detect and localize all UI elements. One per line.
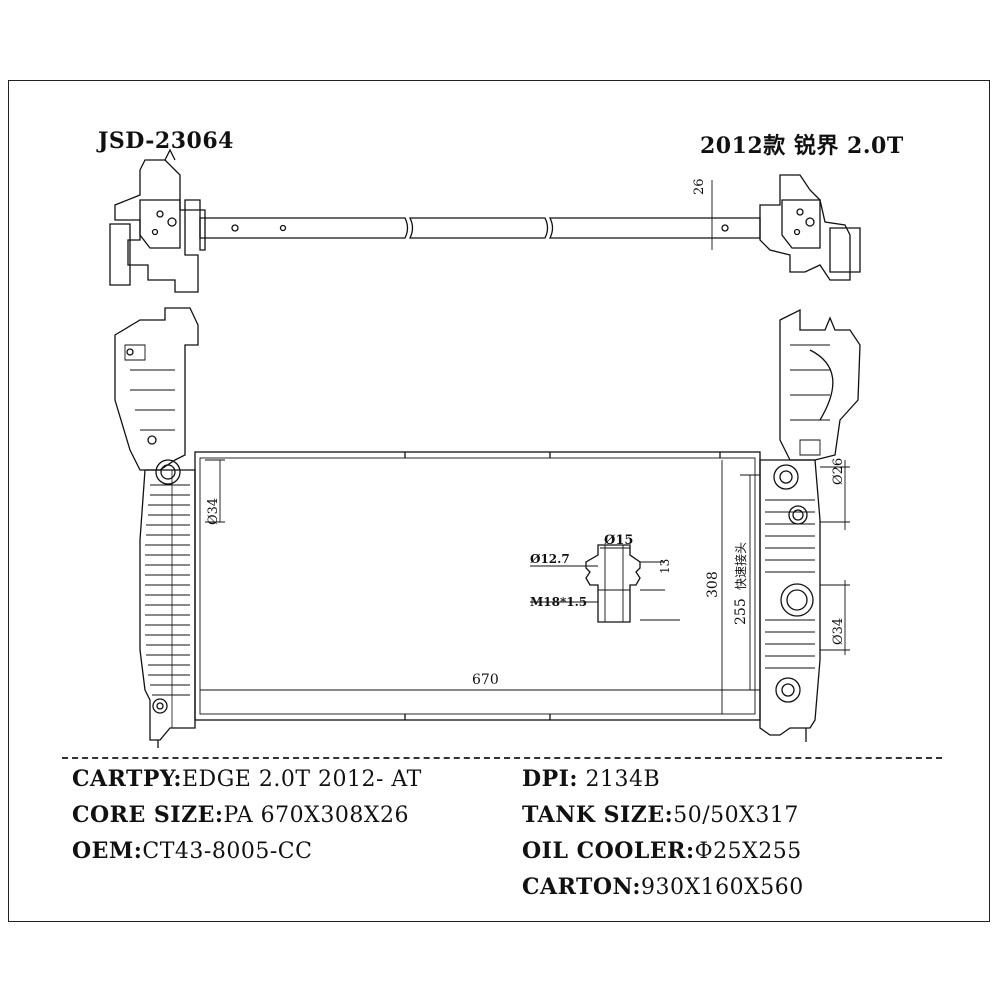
dim-cooler-port-diameter: Ø26 (831, 458, 846, 485)
spec-oem-value: CT43-8005-CC (142, 839, 313, 864)
drawing-frame (8, 80, 990, 922)
spec-carton-key: CARTON: (522, 874, 641, 900)
dim-fitting-inner: Ø12.7 (530, 552, 570, 566)
model-title: 2012款 锐界 2.0T (700, 133, 904, 159)
spec-oil-cooler: OIL COOLER:Φ25X255 (522, 838, 802, 864)
dim-oil-cooler-length: 255 (733, 598, 749, 625)
dim-core-width: 670 (472, 672, 499, 688)
spec-core-size: CORE SIZE:PA 670X308X26 (72, 802, 409, 828)
spec-core-value: PA 670X308X26 (223, 803, 409, 828)
quick-connector-label: 快速接头 (733, 542, 748, 590)
spec-dpi-key: DPI: (522, 766, 579, 792)
dashed-separator (62, 757, 942, 759)
spec-oem: OEM:CT43-8005-CC (72, 838, 312, 864)
fitting-detail (530, 544, 680, 623)
dim-core-height: 308 (705, 571, 721, 598)
spec-oil-key: OIL COOLER: (522, 838, 695, 864)
spec-tank-size: TANK SIZE:50/50X317 (522, 802, 799, 828)
dim-bracket-width: 26 (692, 178, 707, 195)
spec-core-key: CORE SIZE: (72, 802, 224, 828)
front-view (114, 307, 861, 748)
dim-fitting-height: 13 (658, 559, 672, 574)
spec-cartpy-value: EDGE 2.0T 2012- AT (182, 767, 422, 792)
spec-carton-value: 930X160X560 (640, 875, 804, 900)
dim-fitting-outer: Ø15 (604, 533, 633, 548)
spec-cartpy: CARTPY:EDGE 2.0T 2012- AT (72, 766, 422, 792)
dim-fitting-thread: M18*1.5 (530, 595, 587, 609)
spec-carton: CARTON:930X160X560 (522, 874, 804, 900)
part-number: JSD-23064 (98, 128, 234, 154)
spec-dpi-value: 2134B (585, 767, 661, 792)
spec-cartpy-key: CARTPY: (72, 766, 182, 792)
dim-inlet-diameter: Ø34 (206, 498, 221, 525)
dim-outlet-diameter: Ø34 (831, 618, 846, 645)
spec-oem-key: OEM: (72, 838, 143, 864)
spec-tank-value: 50/50X317 (673, 803, 799, 828)
spec-dpi: DPI: 2134B (522, 766, 660, 792)
spec-oil-value: Φ25X255 (694, 839, 802, 864)
top-view (109, 148, 861, 293)
spec-tank-key: TANK SIZE: (522, 802, 674, 828)
